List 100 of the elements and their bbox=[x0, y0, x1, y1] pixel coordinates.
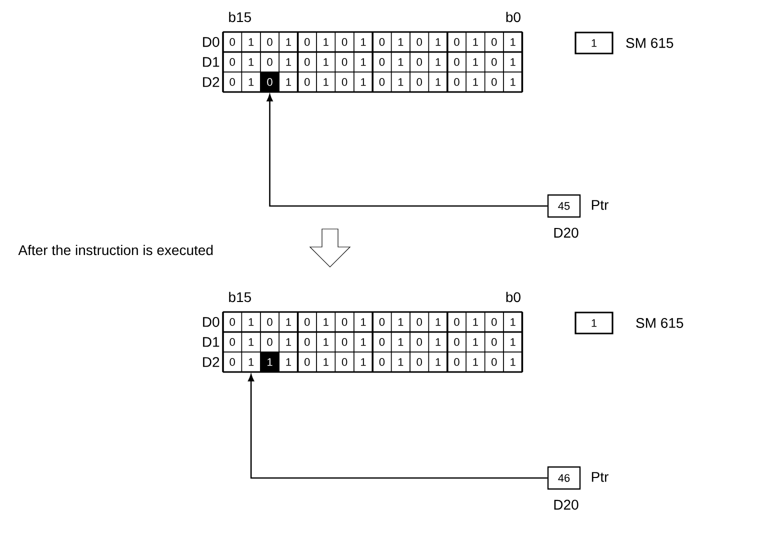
value-box: 45 bbox=[547, 194, 581, 218]
register-label: D20 bbox=[554, 500, 578, 510]
node-label: 0 bbox=[230, 38, 235, 46]
node-label: 0 bbox=[379, 338, 385, 346]
register-label: D2 bbox=[203, 357, 220, 367]
bit-cell: 1 bbox=[390, 312, 410, 332]
pointer-label: Ptr bbox=[592, 472, 608, 482]
bit-cell: 1 bbox=[354, 52, 373, 72]
bit-cell: 0 bbox=[222, 72, 242, 92]
node-label: 0 bbox=[230, 338, 235, 346]
bit-cell: 1 bbox=[503, 72, 523, 92]
bit-cell: 0 bbox=[484, 352, 504, 372]
bit-label: b15 bbox=[229, 12, 251, 22]
bit-cell: 1 bbox=[503, 32, 523, 52]
bit-cell: 0 bbox=[410, 332, 430, 352]
bit-cell: 1 bbox=[466, 32, 486, 52]
bit-cell: 0 bbox=[260, 72, 280, 92]
bit-cell: 1 bbox=[316, 32, 336, 52]
bit-cell: 0 bbox=[447, 72, 466, 92]
bit-label: b0 bbox=[506, 12, 520, 22]
arrow bbox=[248, 374, 548, 479]
bit-cell: 1 bbox=[354, 32, 373, 52]
bit-cell: 1 bbox=[241, 332, 261, 352]
bit-cell: 1 bbox=[466, 72, 486, 92]
node-label: 0 bbox=[379, 38, 385, 46]
bit-cell: 0 bbox=[372, 72, 392, 92]
node-label: 0 bbox=[230, 318, 235, 326]
bit-cell: 1 bbox=[278, 72, 298, 92]
bit-cell: 0 bbox=[260, 52, 280, 72]
bit-cell: 0 bbox=[260, 312, 280, 332]
bit-cell: 1 bbox=[390, 352, 410, 372]
bit-cell: 1 bbox=[390, 52, 410, 72]
node-label: 0 bbox=[379, 318, 385, 326]
node-label: 0 bbox=[454, 58, 460, 66]
node-label: 0 bbox=[304, 338, 310, 346]
bit-cell: 1 bbox=[316, 352, 336, 372]
bit-cell: 0 bbox=[260, 332, 280, 352]
bit-cell: 1 bbox=[428, 332, 448, 352]
caption-text: After the instruction is executed bbox=[18, 244, 213, 256]
bit-cell: 1 bbox=[503, 52, 523, 72]
register-label: D20 bbox=[554, 228, 578, 238]
bit-cell: 0 bbox=[484, 332, 504, 352]
register-label: D2 bbox=[203, 77, 220, 87]
bit-cell: 0 bbox=[410, 312, 430, 332]
node-label: 0 bbox=[304, 58, 310, 66]
bit-cell: 1 bbox=[428, 312, 448, 332]
bit-cell: 1 bbox=[241, 32, 261, 52]
bit-cell: 1 bbox=[466, 52, 486, 72]
bit-cell: 1 bbox=[241, 72, 261, 92]
bit-label: b15 bbox=[229, 292, 251, 302]
node-label: 0 bbox=[454, 318, 460, 326]
register-label: SM 615 bbox=[636, 318, 684, 328]
bit-cell: 0 bbox=[372, 352, 392, 372]
node-label: 0 bbox=[379, 58, 385, 66]
register-label: D1 bbox=[203, 57, 220, 67]
bit-cell: 1 bbox=[428, 32, 448, 52]
bit-cell: 1 bbox=[316, 52, 336, 72]
register-label: SM 615 bbox=[626, 38, 674, 48]
bit-cell: 0 bbox=[334, 312, 354, 332]
node-label: 0 bbox=[454, 38, 460, 46]
bit-cell: 1 bbox=[278, 32, 298, 52]
register-label: D0 bbox=[203, 37, 220, 47]
bit-cell: 0 bbox=[410, 32, 430, 52]
value-box: 1 bbox=[574, 312, 614, 334]
bit-cell: 0 bbox=[334, 52, 354, 72]
bit-cell: 0 bbox=[484, 312, 504, 332]
bit-cell: 0 bbox=[334, 332, 354, 352]
bit-cell: 1 bbox=[241, 352, 261, 372]
bit-cell: 0 bbox=[484, 72, 504, 92]
bit-cell: 1 bbox=[390, 72, 410, 92]
bit-cell: 1 bbox=[428, 72, 448, 92]
bit-cell: 1 bbox=[278, 332, 298, 352]
bit-cell: 0 bbox=[410, 352, 430, 372]
bit-cell: 1 bbox=[278, 52, 298, 72]
bit-cell: 1 bbox=[466, 332, 486, 352]
node-label: 0 bbox=[230, 58, 235, 66]
bit-cell: 1 bbox=[260, 352, 280, 372]
bit-cell: 0 bbox=[484, 52, 504, 72]
bit-cell: 1 bbox=[354, 352, 373, 372]
bit-cell: 0 bbox=[260, 32, 280, 52]
bit-cell: 1 bbox=[316, 332, 336, 352]
bit-cell: 0 bbox=[334, 32, 354, 52]
bit-cell: 0 bbox=[222, 352, 242, 372]
arrow bbox=[266, 94, 548, 207]
bit-cell: 1 bbox=[241, 312, 261, 332]
bit-cell: 1 bbox=[278, 352, 298, 372]
value-box: 1 bbox=[574, 32, 614, 54]
bit-cell: 0 bbox=[484, 32, 504, 52]
bit-cell: 0 bbox=[334, 72, 354, 92]
bit-cell: 1 bbox=[316, 312, 336, 332]
bit-cell: 1 bbox=[466, 352, 486, 372]
bit-cell: 0 bbox=[334, 352, 354, 372]
bit-cell: 0 bbox=[410, 52, 430, 72]
bit-cell: 1 bbox=[503, 312, 523, 332]
register-label: D1 bbox=[203, 337, 220, 347]
bit-cell: 1 bbox=[316, 72, 336, 92]
bit-cell: 1 bbox=[241, 52, 261, 72]
pointer-label: Ptr bbox=[592, 200, 608, 210]
node-label: 0 bbox=[304, 318, 310, 326]
bit-cell: 0 bbox=[410, 72, 430, 92]
